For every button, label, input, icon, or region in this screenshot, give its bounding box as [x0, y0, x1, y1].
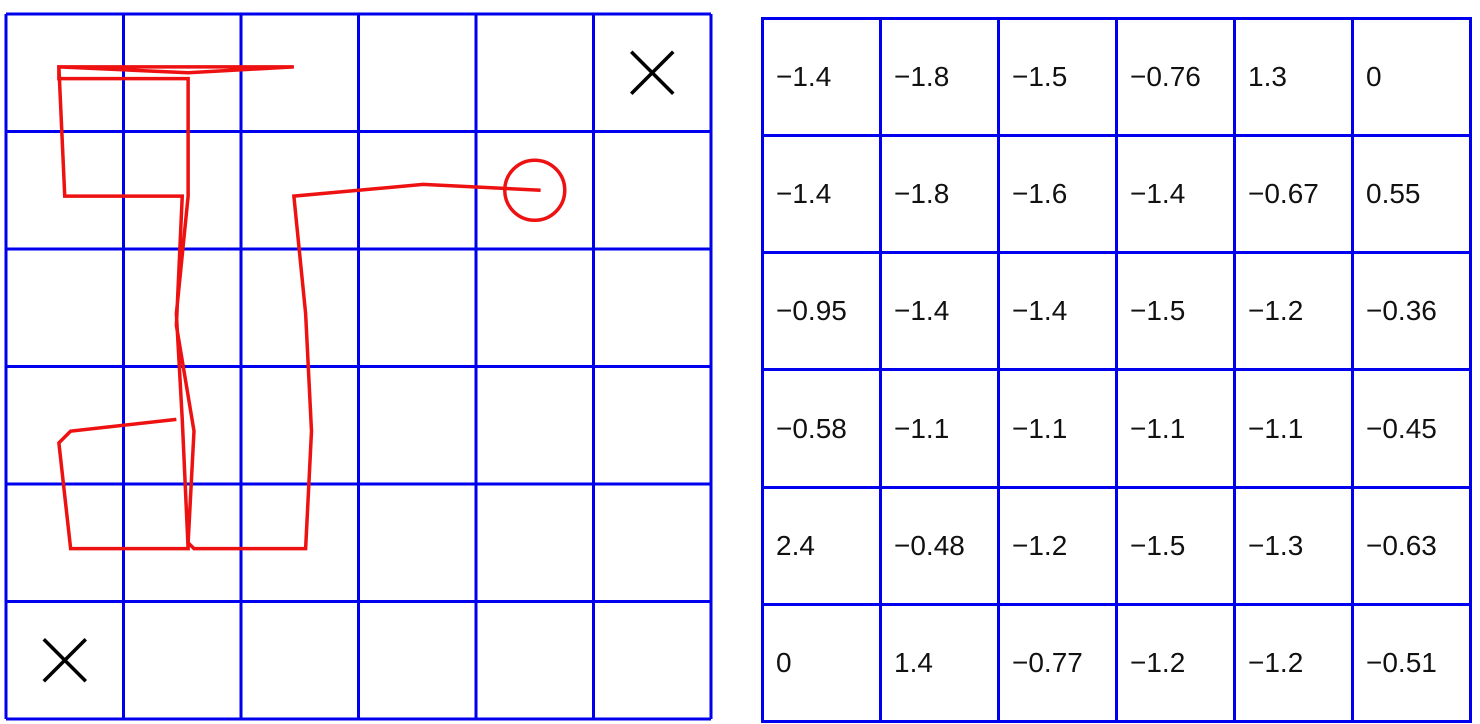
value-cell: −1.4: [879, 251, 1000, 372]
value-cell: −1.8: [879, 134, 1000, 255]
grid-lines: [4, 12, 713, 721]
value-cell: −0.76: [1115, 16, 1236, 138]
value-row: −1.4 −1.8 −1.5 −0.76 1.3 0: [761, 16, 1472, 138]
value-cell: −0.95: [761, 251, 882, 372]
value-row: 2.4 −0.48 −1.2 −1.5 −1.3 −0.63: [761, 485, 1472, 606]
x-markers: [42, 50, 675, 683]
x-mark-icon: [42, 638, 87, 683]
value-cell: −1.4: [761, 134, 882, 255]
value-cell: −0.67: [1233, 134, 1354, 255]
value-cell: −1.5: [1115, 485, 1236, 606]
value-cell: −0.77: [997, 602, 1118, 724]
value-cell: −1.3: [1233, 485, 1354, 606]
value-cell: −1.1: [1115, 368, 1236, 489]
value-cell: −0.58: [761, 368, 882, 489]
value-cell: −1.4: [761, 16, 882, 138]
value-cell: 0: [1351, 16, 1472, 138]
agent-trajectory-path: [57, 65, 541, 551]
value-cell: −1.2: [1233, 251, 1354, 372]
value-cell: 0.55: [1351, 134, 1472, 255]
grid-world-board: [4, 12, 713, 721]
value-cell: −1.2: [1233, 602, 1354, 724]
agent-circle-icon: [503, 158, 567, 222]
value-row: −0.95 −1.4 −1.4 −1.5 −1.2 −0.36: [761, 251, 1472, 372]
value-cell: −0.48: [879, 485, 1000, 606]
value-cell: −1.2: [997, 485, 1118, 606]
value-cell: −1.5: [1115, 251, 1236, 372]
value-cell: −1.8: [879, 16, 1000, 138]
value-cell: −1.4: [997, 251, 1118, 372]
value-cell: −1.4: [1115, 134, 1236, 255]
value-cell: −1.1: [879, 368, 1000, 489]
value-table: −1.4 −1.8 −1.5 −0.76 1.3 0 −1.4 −1.8 −1.…: [761, 16, 1472, 724]
value-row: 0 1.4 −0.77 −1.2 −1.2 −0.51: [761, 602, 1472, 724]
value-row: −1.4 −1.8 −1.6 −1.4 −0.67 0.55: [761, 134, 1472, 255]
value-cell: −0.51: [1351, 602, 1472, 724]
value-cell: 1.3: [1233, 16, 1354, 138]
value-cell: 0: [761, 602, 882, 724]
value-cell: 1.4: [879, 602, 1000, 724]
value-cell: 2.4: [761, 485, 882, 606]
value-cell: −0.45: [1351, 368, 1472, 489]
value-cell: −0.63: [1351, 485, 1472, 606]
value-cell: −1.2: [1115, 602, 1236, 724]
value-cell: −1.6: [997, 134, 1118, 255]
value-row: −0.58 −1.1 −1.1 −1.1 −1.1 −0.45: [761, 368, 1472, 489]
value-cell: −1.5: [997, 16, 1118, 138]
value-cell: −1.1: [1233, 368, 1354, 489]
value-cell: −1.1: [997, 368, 1118, 489]
x-mark-icon: [630, 50, 675, 95]
value-cell: −0.36: [1351, 251, 1472, 372]
